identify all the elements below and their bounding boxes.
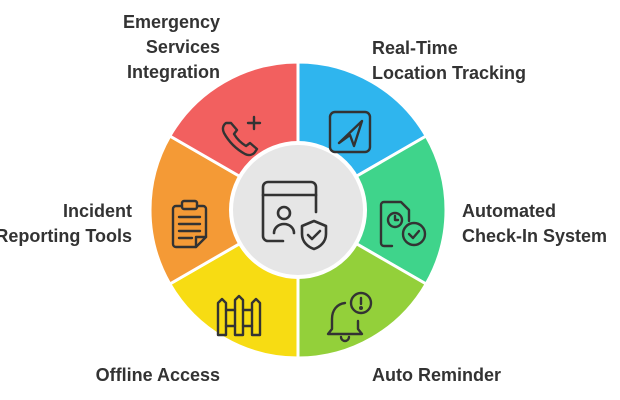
label-auto-reminder: Auto Reminder: [372, 363, 501, 388]
label-line: Reporting Tools: [0, 226, 132, 246]
label-line: Real-Time: [372, 38, 458, 58]
label-line: Emergency: [122, 12, 220, 32]
label-line: Auto Reminder: [372, 365, 502, 385]
label-line: Services: [145, 37, 220, 57]
user-shield-window-icon: [261, 180, 328, 251]
label-incident-reporting-tools: Incident Reporting Tools: [0, 199, 132, 249]
label-offline-access: Offline Access: [96, 363, 220, 388]
label-line: Offline Access: [95, 365, 220, 385]
label-line: Integration: [127, 62, 220, 82]
clipboard-icon: [171, 199, 208, 249]
phone-plus-icon: [221, 115, 262, 157]
label-line: Location Tracking: [372, 63, 527, 83]
label-emergency-services-integration: Emergency Services Integration: [123, 10, 220, 85]
bell-alert-icon: [326, 291, 373, 343]
navigation-arrow-icon: [328, 110, 372, 154]
label-line: Automated: [462, 201, 556, 221]
fence-icon: [216, 294, 262, 337]
center-hub: [229, 141, 367, 279]
label-real-time-location-tracking: Real-Time Location Tracking: [372, 36, 526, 86]
clock-document-check-icon: [379, 200, 427, 248]
segment-checkin: [296, 134, 448, 286]
label-automated-check-in-system: Automated Check-In System: [462, 199, 607, 249]
label-line: Incident: [62, 201, 132, 221]
label-line: Check-In System: [462, 226, 608, 246]
